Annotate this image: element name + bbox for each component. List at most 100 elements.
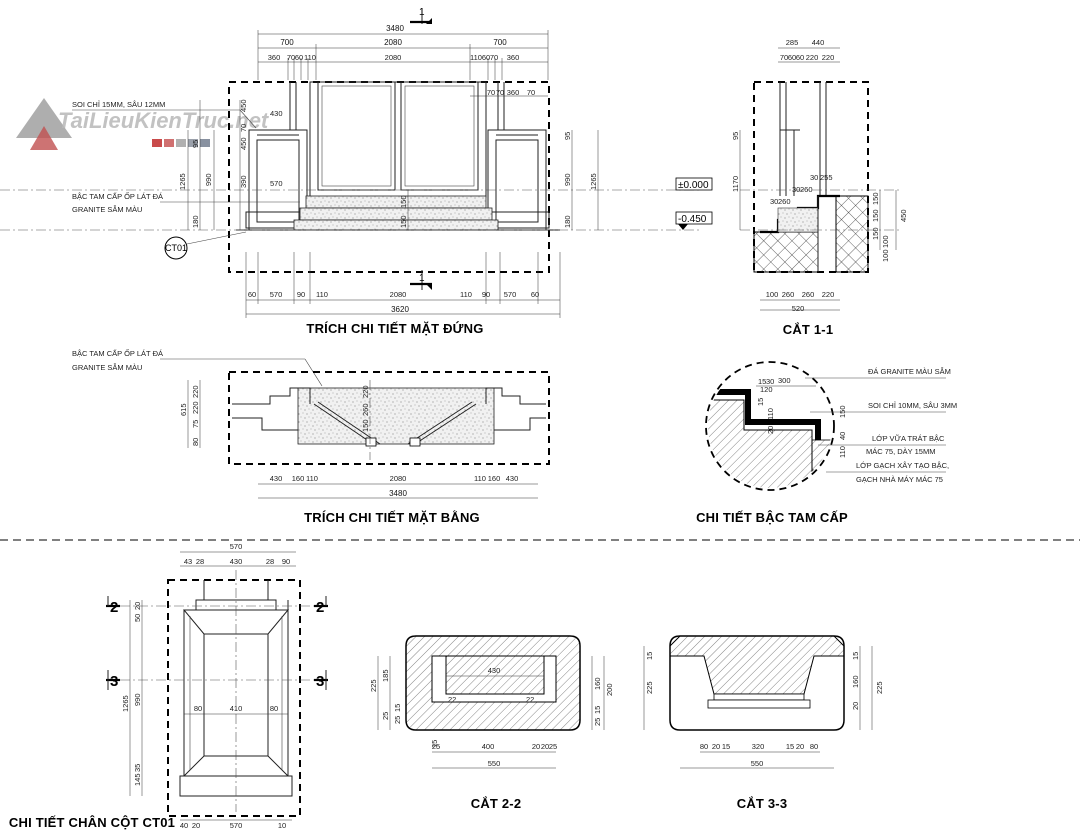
dim-elev-right-1: 990 [563, 173, 572, 186]
dim-plan-bottom-3: 2080 [390, 474, 407, 483]
dim-s22-left-4: 15 [430, 740, 439, 748]
dim-elev-left-3: 450 [239, 137, 248, 150]
dim-col-bottom-1: 20 [192, 821, 200, 830]
dim-s11-side-8: 150 [871, 192, 880, 205]
dim-elev-r3-0: 70 [487, 88, 495, 97]
dim-plan-left-0: 220 [191, 385, 200, 398]
dim-elev-r3-2: 360 [507, 88, 520, 97]
dim-elev-left-2: 95 [191, 140, 200, 148]
dim-elev-r2-3: 110 [304, 53, 316, 62]
dim-s11-bottom-3: 220 [822, 290, 835, 299]
dim-plan-bottom-6: 430 [506, 474, 519, 483]
dim-s33-right-3: 225 [875, 681, 884, 694]
dim-col-mid-2: 80 [270, 704, 278, 713]
dim-s11-side-1: 1170 [731, 176, 740, 192]
cut-marker-1-bottom: 1 [419, 273, 425, 284]
dim-s22-total: 550 [488, 759, 501, 768]
dim-plan-bottom-2: 110 [306, 474, 318, 483]
dim-elev-r2-5: 110 [470, 53, 482, 62]
note-step-2: GRANITE SẪM MÀU [72, 205, 142, 214]
dim-plan-bottom-4: 110 [474, 474, 486, 483]
cut-marker-3-left: 3 [110, 673, 118, 690]
dim-elev-left-6: 1265 [178, 173, 187, 190]
dim-col-bottom-2: 570 [230, 821, 243, 830]
dim-s11-top-4: 60 [796, 53, 804, 62]
dim-s22-left-3: 15 [393, 704, 402, 712]
dim-s11-side-2: 30 [810, 173, 818, 182]
dim-elev-bottom-0: 60 [248, 290, 256, 299]
dim-s33-total: 550 [751, 759, 764, 768]
dim-elev-a: 700 [280, 38, 294, 47]
dim-s11-bottom-2: 260 [802, 290, 815, 299]
dim-elev-left-5: 990 [204, 173, 213, 186]
dim-s11-side-5: 260 [800, 185, 813, 194]
dim-elev-r2-2: 60 [295, 53, 303, 62]
dim-elev-right-3: 180 [563, 215, 572, 228]
dim-elev-bottom-3: 110 [316, 290, 328, 299]
dim-s11-top-2: 70 [780, 53, 788, 62]
dim-col-top-5: 90 [282, 557, 290, 566]
dim-elev-left-8: 570 [270, 179, 283, 188]
dim-col-left-5: 35 [133, 764, 142, 772]
elevation-view: 3480 700 2080 700 360 70 60 110 2080 110… [0, 7, 700, 336]
dim-s22-left-5: 25 [393, 716, 402, 724]
dim-col-left-2: 1265 [121, 695, 130, 712]
dim-step-0: 15 [758, 377, 766, 386]
dim-col-top-4: 28 [266, 557, 274, 566]
dim-s22-left-1: 185 [381, 669, 390, 682]
dim-s22-bottom-0: 25 [432, 742, 440, 751]
dim-s22-bottom-4: 25 [549, 742, 557, 751]
dim-plan-bottom-0: 430 [270, 474, 283, 483]
column-base-detail: 570 43 28 430 28 90 2 2 3 3 [9, 542, 328, 830]
cut-marker-3-right: 3 [316, 673, 324, 690]
dim-s11-side-12: 100 [881, 235, 890, 248]
dim-s11-side-10: 150 [871, 227, 880, 240]
plan-view: BẬC TAM CẤP ỐP LÁT ĐÁ GRANITE SẪM MÀU 22… [72, 348, 550, 525]
dim-s11-bottom-0: 100 [766, 290, 779, 299]
dim-s22-left-2: 25 [381, 712, 390, 720]
section-1-1: 285 440 70 60 60 220 220 95 1170 30 255 … [731, 38, 908, 337]
dim-s22-right-3: 25 [593, 718, 602, 726]
dim-col-left-3: 990 [133, 693, 142, 706]
dim-elev-r2-8: 360 [507, 53, 520, 62]
dim-col-left-4: 145 [133, 773, 142, 786]
dim-col-top-3: 430 [230, 557, 243, 566]
dim-elev-r2-4: 2080 [385, 53, 402, 62]
dim-col-mid-0: 80 [194, 704, 202, 713]
dim-col-top-2: 28 [196, 557, 204, 566]
cut-marker-1-top: 1 [419, 7, 425, 18]
title-plan: TRÍCH CHI TIẾT MẶT BẰNG [304, 510, 480, 525]
dim-plan-center-1: 260 [361, 403, 370, 416]
note-brick-2: GẠCH NHÀ MÁY MÁC 75 [856, 475, 943, 484]
note-plan-2: GRANITE SẪM MÀU [72, 363, 142, 372]
dim-s33-right-0: 15 [851, 652, 860, 660]
dim-elev-r2-1: 70 [287, 53, 295, 62]
dim-s22-bottom-1: 400 [482, 742, 495, 751]
note-brick-1: LỚP GẠCH XÂY TẠO BẬC, [856, 461, 949, 470]
dim-elev-left-1: 430 [270, 109, 283, 118]
dim-elev-bottom-1: 570 [270, 290, 283, 299]
dim-elev-left-4: 70 [239, 124, 248, 132]
dim-s22-top: 430 [488, 666, 501, 675]
dim-elev-right-5: 150 [399, 215, 408, 228]
dim-s11-side-0: 95 [731, 132, 740, 140]
dim-elev-bottom-6: 90 [482, 290, 490, 299]
title-elevation: TRÍCH CHI TIẾT MẶT ĐỨNG [306, 321, 483, 336]
dim-s33-bottom-1: 20 [712, 742, 720, 751]
dim-elev-c: 700 [493, 38, 507, 47]
dim-s11-top-1: 440 [812, 38, 825, 47]
step-detail: 15 30 120 300 150 110 40 20 15 110 ĐÁ GR… [696, 361, 957, 525]
dim-s11-total: 520 [792, 304, 805, 313]
dim-s22-inner-0: 22 [448, 695, 456, 704]
dim-plan-bottom-5: 160 [488, 474, 501, 483]
dim-step-9: 110 [838, 446, 847, 458]
note-plan-1: BẬC TAM CẤP ỐP LÁT ĐÁ [72, 348, 163, 358]
dim-s11-side-3: 255 [820, 173, 833, 182]
dim-s33-bottom-2: 15 [722, 742, 730, 751]
cut-marker-2-right: 2 [316, 599, 324, 616]
dim-s22-bottom-3: 20 [541, 742, 549, 751]
dim-s11-top-5: 220 [806, 53, 819, 62]
dim-plan-bottom-1: 160 [292, 474, 305, 483]
dim-col-left-1: 20 [133, 602, 142, 610]
